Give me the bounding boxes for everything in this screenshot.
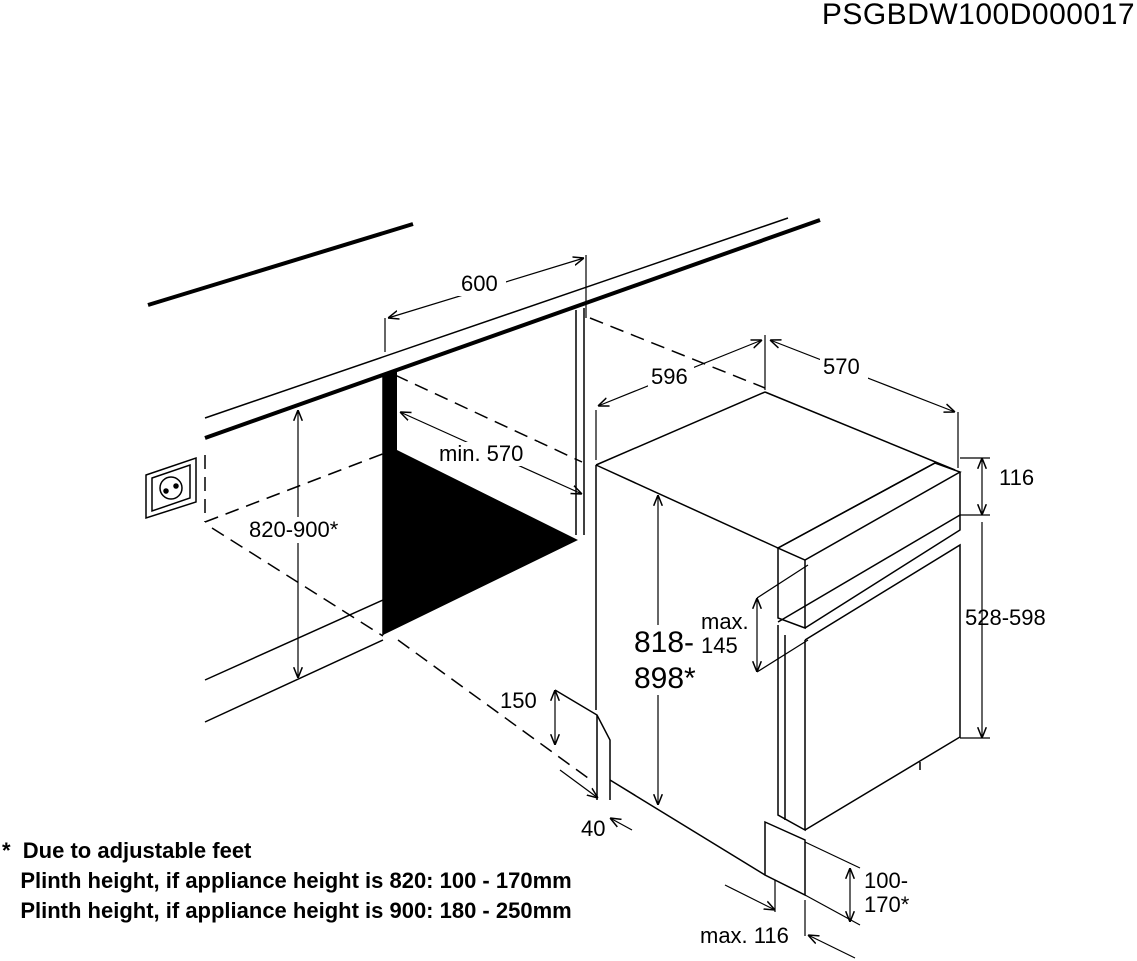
dim-116: 116 — [999, 465, 1034, 490]
dim-150: 150 — [500, 688, 537, 713]
dim-40: 40 — [581, 816, 605, 841]
dim-cabinet-height: 820-900* — [249, 517, 339, 542]
dim-570: 570 — [823, 354, 860, 379]
document-code: PSGBDW100D000017 — [821, 0, 1135, 31]
dim-100-line1: 100- — [864, 868, 908, 893]
dim-596: 596 — [651, 364, 688, 389]
worktop — [147, 217, 821, 440]
dim-max-145-line2: 145 — [701, 633, 738, 658]
dim-height-line1: 818- — [634, 626, 694, 659]
socket-icon — [145, 456, 197, 520]
footnote-line-1: * Due to adjustable feet — [2, 838, 252, 863]
dim-height-line2: 898* — [634, 662, 696, 695]
dim-600: 600 — [461, 271, 498, 296]
dim-max-116: max. 116 — [700, 923, 789, 948]
footnotes: * Due to adjustable feet Plinth height, … — [2, 836, 572, 926]
dim-170-line2: 170* — [864, 892, 910, 917]
dimension-labels: 600 596 570 min. 570 820-900* 818- 898* … — [246, 271, 1046, 948]
footnote-line-3: Plinth height, if appliance height is 90… — [2, 898, 572, 923]
dishwasher — [595, 391, 962, 897]
dim-min-570: min. 570 — [439, 441, 523, 466]
dim-max-145-line1: max. — [701, 609, 749, 634]
plinth — [554, 689, 611, 800]
dim-528-598: 528-598 — [965, 605, 1046, 630]
footnote-line-2: Plinth height, if appliance height is 82… — [2, 868, 572, 893]
